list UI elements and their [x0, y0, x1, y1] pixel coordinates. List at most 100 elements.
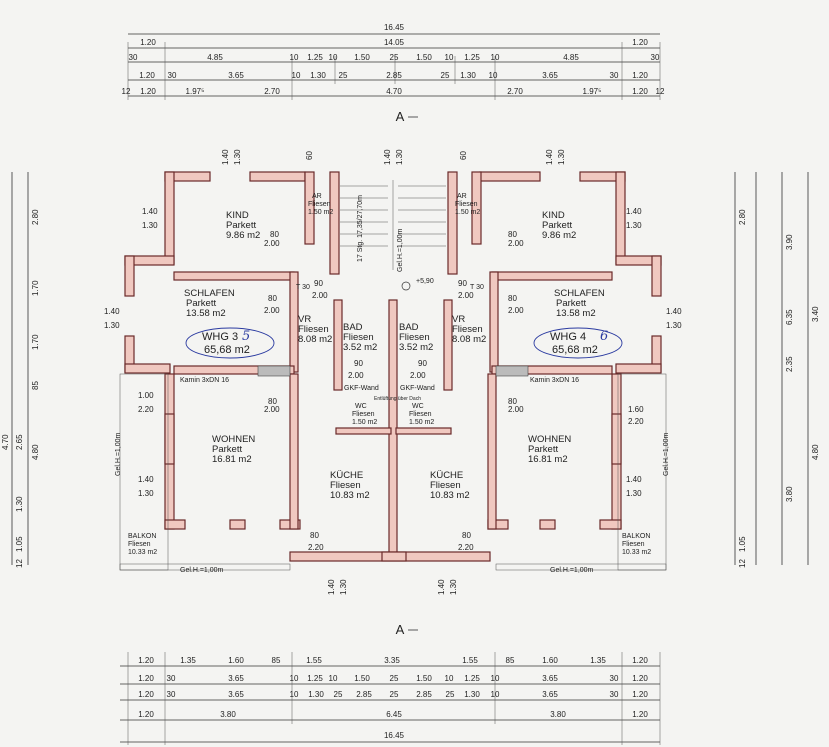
- bad-left-area: 3.52 m2: [343, 342, 377, 353]
- left-dimension-chains: 2.80 1.70 1.70 85 4.80 2.65 4.70 1.30 1.…: [1, 172, 40, 568]
- bot-r2-14: 1.20: [632, 674, 648, 683]
- door-dim: 2.00: [508, 239, 524, 248]
- bot-r3-1: 30: [167, 690, 176, 699]
- top-r3-1: 30: [168, 71, 177, 80]
- door-dim: 2.00: [312, 291, 328, 300]
- bot-r1-6: 1.55: [462, 656, 478, 665]
- top-r3-8: 1.30: [460, 71, 476, 80]
- bot-r2-2: 3.65: [228, 674, 244, 683]
- vr-right-area: 8.08 m2: [452, 334, 486, 345]
- unit-left-area: 65,68 m2: [204, 344, 250, 356]
- kamin-right: [495, 365, 529, 377]
- bot-r1-10: 1.20: [632, 656, 648, 665]
- kind-right-floor: Parkett: [542, 220, 572, 231]
- window-dim: 2.20: [628, 417, 644, 426]
- bot-r1-2: 1.60: [228, 656, 244, 665]
- bot-r3-4: 1.30: [308, 690, 324, 699]
- gkf-right-label: GKF-Wand: [400, 385, 435, 392]
- ar-right-name: AR: [457, 193, 467, 200]
- top-r2-1: 4.85: [207, 53, 223, 62]
- top-dim-1: 1.20: [140, 38, 156, 47]
- unit-left-handwritten: 5: [242, 329, 250, 344]
- door-dim: 2.00: [508, 405, 524, 414]
- kamin-right-label: Kamin 3xDN 16: [530, 377, 579, 384]
- top-r3-3: 10: [292, 71, 301, 80]
- bot-r2-10: 1.25: [464, 674, 480, 683]
- kind-left-name: KIND: [226, 210, 249, 221]
- window-dim: 1.40: [626, 475, 642, 484]
- door-dim: 2.00: [458, 291, 474, 300]
- stair-treads: [340, 180, 446, 270]
- left-dim-2: 1.70: [31, 334, 40, 350]
- gkf-left-label: GKF-Wand: [344, 385, 379, 392]
- bot-r1-7: 85: [506, 656, 515, 665]
- ar-right-floor: Fliesen: [455, 201, 478, 208]
- room-labels: KIND Parkett 9.86 m2 KIND Parkett 9.86 m…: [128, 193, 651, 556]
- window-dim: 1.40: [666, 307, 682, 316]
- bot-r1-9: 1.35: [590, 656, 606, 665]
- top-r3-5: 25: [339, 71, 348, 80]
- bad-left-name: BAD: [343, 322, 363, 333]
- bot-r4-1: 3.80: [220, 710, 236, 719]
- top-r4-1: 1.20: [140, 87, 156, 96]
- bot-r3-3: 10: [290, 690, 299, 699]
- wc-right-floor: Fliesen: [409, 411, 432, 418]
- gel-h-left-vertical: Gel.H.=1,00m: [115, 432, 122, 476]
- ar-right-area: 1.50 m2: [455, 209, 480, 216]
- bot-r3-12: 3.65: [542, 690, 558, 699]
- left-dim-8: 1.05: [15, 536, 24, 552]
- bot-r2-3: 10: [290, 674, 299, 683]
- window-dim: 60: [305, 151, 314, 160]
- top-r2-9: 1.25: [464, 53, 480, 62]
- gel-h-right-vertical: Gel.H.=1,00m: [663, 432, 670, 476]
- balkon-left-floor: Fliesen: [128, 541, 151, 548]
- bot-r3-11: 10: [491, 690, 500, 699]
- right-dim-3: 3.40: [811, 306, 820, 322]
- top-dimension-chains: 16.45 1.20 14.05 1.20 30 4.85 10 1.25 10…: [122, 23, 665, 100]
- bot-r1-8: 1.60: [542, 656, 558, 665]
- t30-right: T 30: [470, 284, 484, 291]
- bot-r3-13: 30: [610, 690, 619, 699]
- top-r3-12: 1.20: [632, 71, 648, 80]
- bot-r3-10: 1.30: [464, 690, 480, 699]
- window-dim: 1.30: [557, 149, 566, 165]
- door-dim: 2.00: [264, 405, 280, 414]
- ar-left-area: 1.50 m2: [308, 209, 333, 216]
- window-dim: 1.40: [327, 579, 336, 595]
- door-dim: 2.20: [458, 543, 474, 552]
- vr-left-name: VR: [298, 314, 311, 325]
- top-r4-4: 4.70: [386, 87, 402, 96]
- top-r3-4: 1.30: [310, 71, 326, 80]
- window-dim: 60: [459, 151, 468, 160]
- schlafen-right-floor: Parkett: [556, 298, 586, 309]
- top-r4-6: 1.97⁵: [583, 87, 602, 96]
- door-dim: 80: [268, 397, 277, 406]
- left-dim-5: 2.65: [15, 434, 24, 450]
- top-r4-8: 12: [656, 87, 665, 96]
- window-dim: 2.20: [138, 405, 154, 414]
- left-dim-6: 4.70: [1, 434, 10, 450]
- left-dim-4: 4.80: [31, 444, 40, 460]
- door-dim: 80: [508, 294, 517, 303]
- bot-r3-14: 1.20: [632, 690, 648, 699]
- door-dim: 2.00: [508, 306, 524, 315]
- bot-r3-0: 1.20: [138, 690, 154, 699]
- unit-left-badge: WHG 3 5 65,68 m2: [185, 327, 275, 359]
- kamin-left-label: Kamin 3xDN 16: [180, 377, 229, 384]
- bot-r2-11: 10: [491, 674, 500, 683]
- door-dim: 2.00: [264, 239, 280, 248]
- wohnen-left-floor: Parkett: [212, 444, 242, 455]
- top-r3-10: 3.65: [542, 71, 558, 80]
- bottom-total-dim: 16.45: [384, 731, 405, 740]
- gel-h-right: Gel.H.=1,00m: [550, 567, 594, 574]
- right-dim-8: 12: [738, 559, 747, 568]
- wc-left-area: 1.50 m2: [352, 419, 377, 426]
- ar-left-floor: Fliesen: [308, 201, 331, 208]
- window-dim: 1.00: [138, 391, 154, 400]
- right-dim-7: 1.05: [738, 536, 747, 552]
- window-dim: 1.40: [383, 149, 392, 165]
- unit-right-handwritten: 6: [600, 329, 608, 344]
- top-r3-2: 3.65: [228, 71, 244, 80]
- balkon-left-name: BALKON: [128, 533, 156, 540]
- balkon-left-area: 10.33 m2: [128, 549, 157, 556]
